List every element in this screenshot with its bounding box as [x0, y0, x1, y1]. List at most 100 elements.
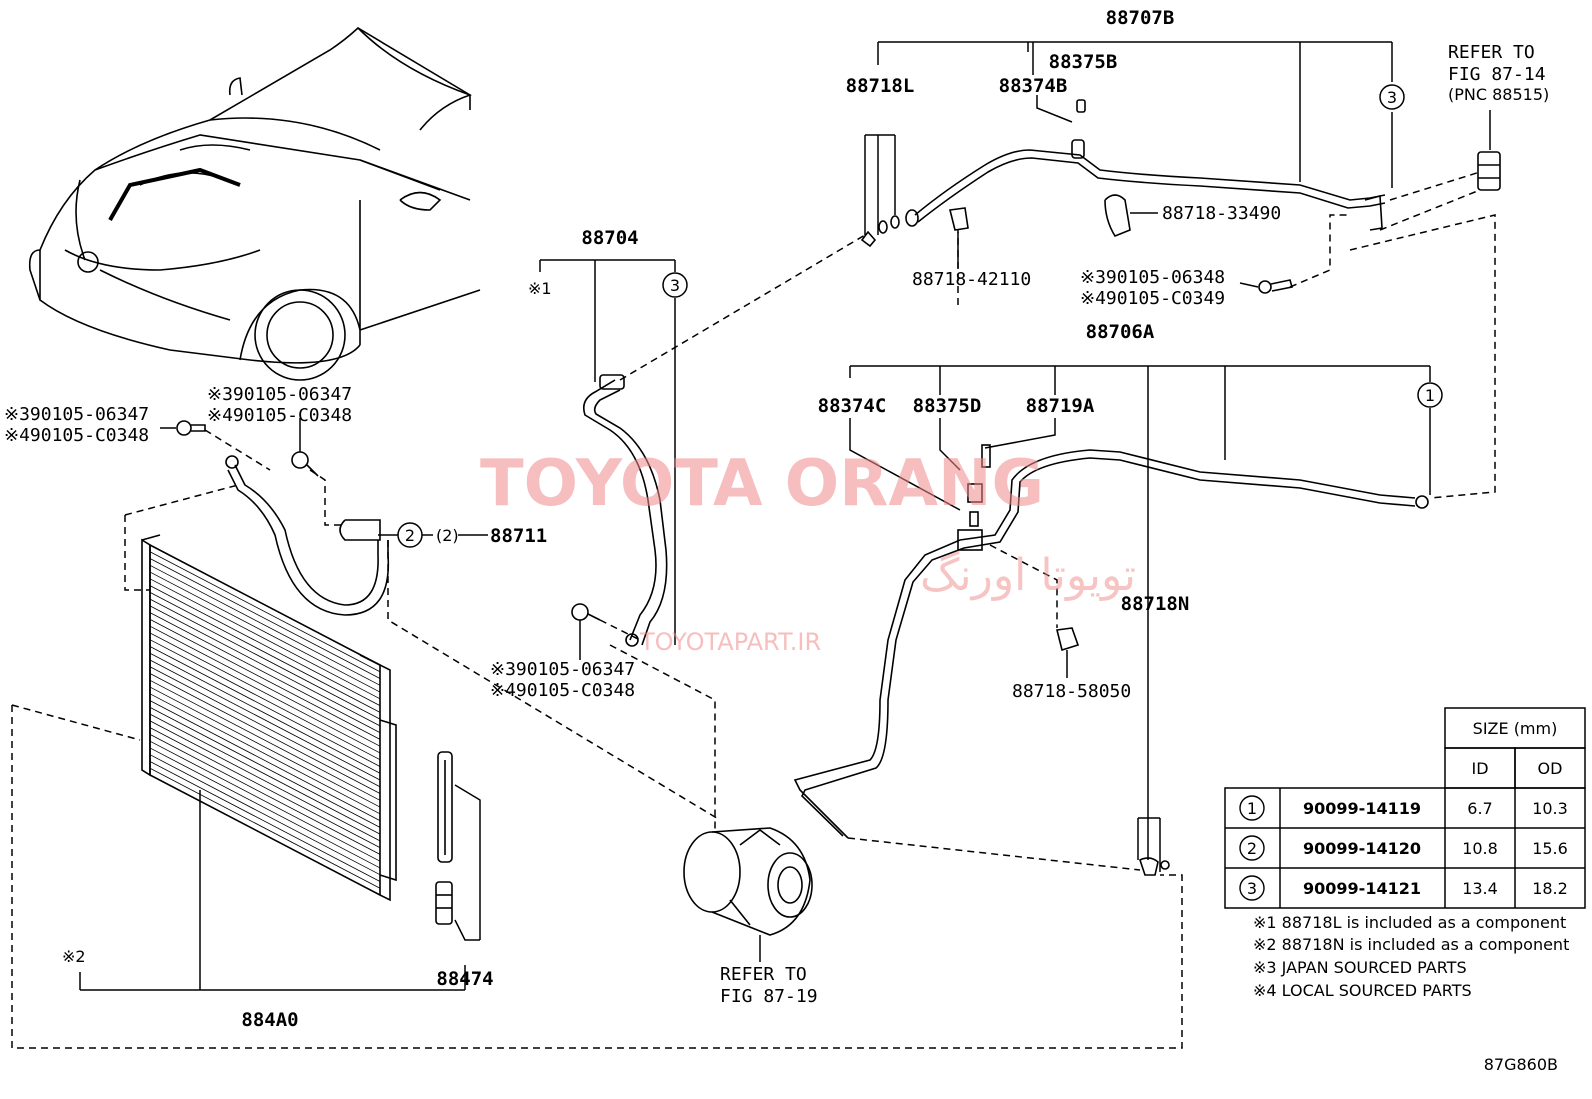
condenser-fin — [149, 747, 381, 869]
footnote-1: ※1 88718L is included as a component — [1253, 913, 1566, 932]
footnote-3: ※3 JAPAN SOURCED PARTS — [1253, 958, 1467, 977]
condenser-group-outline — [124, 515, 150, 591]
condenser-fin — [149, 612, 381, 734]
svg-text:90099-14119: 90099-14119 — [1303, 799, 1421, 818]
label-88374B: 88374B — [999, 75, 1068, 97]
condenser-fin — [149, 558, 381, 679]
flange-88707B — [1364, 194, 1383, 231]
table-row: 3 90099-14121 13.4 18.2 — [1239, 875, 1568, 901]
label-bolt-top-right-2: ※490105-C0349 — [1080, 288, 1225, 309]
svg-text:10.8: 10.8 — [1462, 839, 1498, 858]
condenser-fin — [149, 639, 381, 761]
bolt-top-right — [1258, 279, 1294, 294]
watermark-brand: TOYOTA ORANG — [480, 447, 1044, 521]
svg-text:90099-14120: 90099-14120 — [1303, 839, 1421, 858]
label-884A0: 884A0 — [241, 1009, 298, 1031]
table-col-od: OD — [1538, 759, 1563, 778]
block-fitting-pnc88515 — [1477, 151, 1501, 191]
condenser-fin — [149, 740, 381, 862]
svg-text:2: 2 — [1247, 839, 1257, 858]
svg-text:3: 3 — [670, 276, 680, 295]
callout-circle-2: 2 — [397, 522, 423, 548]
label-88718N: 88718N — [1121, 593, 1190, 615]
svg-text:3: 3 — [1387, 88, 1397, 107]
condenser-fin — [149, 679, 381, 801]
condenser-fin — [149, 598, 381, 720]
svg-text:13.4: 13.4 — [1462, 879, 1498, 898]
bolt-left — [176, 420, 206, 436]
clamp-88718-58050 — [1056, 627, 1080, 652]
condenser-fin — [149, 693, 381, 815]
condenser-fin — [149, 686, 381, 808]
label-88474: 88474 — [436, 968, 493, 990]
label-88374C: 88374C — [818, 395, 887, 417]
condenser-fin — [149, 625, 381, 747]
label-bolt-top-right-1: ※390105-06348 — [1080, 267, 1225, 288]
clamp-88718-33490 — [1104, 194, 1131, 237]
table-header: SIZE (mm) — [1473, 719, 1558, 738]
condenser-fin — [149, 734, 381, 855]
svg-text:2: 2 — [405, 526, 415, 545]
svg-text:18.2: 18.2 — [1532, 879, 1568, 898]
svg-text:15.6: 15.6 — [1532, 839, 1568, 858]
label-bolt-mid-1: ※390105-06347 — [490, 659, 635, 680]
label-bolt-left-2: ※490105-C0348 — [4, 425, 149, 446]
condenser-fin — [149, 666, 381, 788]
dashed-reference-lines — [124, 171, 1496, 871]
condenser-fins — [149, 551, 381, 889]
label-88719A: 88719A — [1026, 395, 1095, 417]
label-88718-58050: 88718-58050 — [1012, 681, 1131, 702]
condenser-fin — [149, 659, 381, 781]
footnotes: ※1 88718L is included as a component ※2 … — [1253, 913, 1569, 1000]
svg-text:3: 3 — [1247, 879, 1257, 898]
leader-lines — [79, 41, 1491, 991]
condenser-fin — [149, 571, 381, 693]
condenser-fin — [149, 706, 381, 828]
label-88718L: 88718L — [846, 75, 915, 97]
note1-mark: ※1 — [528, 279, 552, 298]
condenser-fin — [149, 652, 381, 774]
condenser-fin — [149, 727, 381, 849]
label-bolt-left-1: ※390105-06347 — [4, 404, 149, 425]
condenser-fin — [149, 646, 381, 767]
condenser-fin — [149, 605, 381, 727]
label-88711: 88711 — [490, 525, 547, 547]
watermark-arabic: تویوتا اورنگ — [920, 550, 1136, 601]
refer-87-14-line3: (PNC 88515) — [1448, 85, 1549, 104]
desiccant-88474 — [435, 751, 453, 925]
refer-87-19-line2: FIG 87-19 — [720, 986, 818, 1007]
label-bolt-mid-2: ※490105-C0348 — [490, 680, 635, 701]
label-88707B: 88707B — [1106, 7, 1175, 29]
condenser-fin — [149, 578, 381, 700]
label-88718-42110: 88718-42110 — [912, 269, 1031, 290]
bolt-mid — [571, 603, 601, 621]
svg-text:90099-14121: 90099-14121 — [1303, 879, 1421, 898]
watermark: TOYOTA ORANG تویوتا اورنگ TOYOTAPART.IR — [480, 447, 1136, 656]
condenser-fin — [149, 761, 381, 882]
callout-circle-3-top: 3 — [1379, 84, 1405, 110]
watermark-site: TOYOTAPART.IR — [639, 628, 821, 656]
diagram-id: 87G860B — [1484, 1055, 1558, 1074]
condenser-fin — [149, 585, 381, 706]
note2-mark: ※2 — [62, 947, 86, 966]
footnote-4: ※4 LOCAL SOURCED PARTS — [1253, 981, 1472, 1000]
discharge-hose-88711 — [225, 455, 390, 616]
o-rings-88718L — [860, 215, 900, 248]
tube-88707B — [905, 99, 1386, 227]
table-col-id: ID — [1471, 759, 1488, 778]
clamp-88718-42110 — [949, 207, 969, 231]
label-88718-33490: 88718-33490 — [1162, 203, 1281, 224]
refer-87-19-line1: REFER TO — [720, 964, 807, 985]
callout-circle-3-mid: 3 — [662, 272, 688, 298]
condenser-fin — [149, 700, 381, 821]
svg-text:1: 1 — [1247, 799, 1257, 818]
compressor — [683, 827, 813, 936]
suction-hose-88704 — [582, 374, 668, 647]
condenser-refline — [11, 705, 1183, 1049]
label-88706A: 88706A — [1086, 321, 1155, 343]
size-table: SIZE (mm) ID OD 1 90099-14119 6.7 10.3 2… — [1224, 707, 1586, 909]
label-88375D: 88375D — [913, 395, 982, 417]
label-88711-oring: (2) — [436, 526, 459, 545]
svg-text:1: 1 — [1425, 386, 1435, 405]
label-bolt-mid-left-2: ※490105-C0348 — [207, 405, 352, 426]
